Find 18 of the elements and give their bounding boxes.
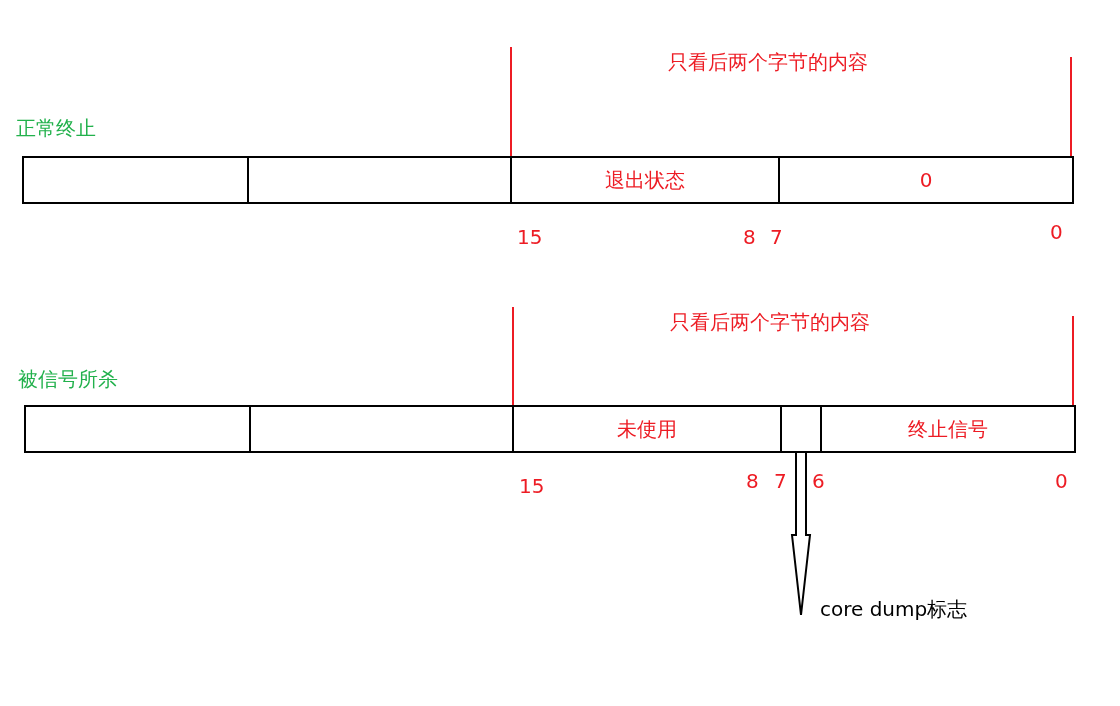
bit-number: 8	[746, 469, 759, 493]
field-cell: 未使用	[512, 405, 782, 453]
arrow	[790, 452, 812, 616]
bit-number: 15	[519, 474, 545, 498]
field-cell: 终止信号	[820, 405, 1076, 453]
bit-number: 6	[812, 469, 825, 493]
bit-number: 0	[1055, 469, 1068, 493]
bit-number: 7	[770, 225, 783, 249]
field-cell: 退出状态	[510, 156, 780, 204]
annotation-text: core dump标志	[804, 594, 1004, 624]
bit-number: 7	[774, 469, 787, 493]
bit-number: 0	[1050, 220, 1063, 244]
note-text: 只看后两个字节的内容	[670, 310, 870, 334]
note-text: 只看后两个字节的内容	[668, 50, 868, 74]
bit-number: 15	[517, 225, 543, 249]
field-cell: 0	[778, 156, 1074, 204]
bit-number: 8	[743, 225, 756, 249]
empty-box	[780, 405, 822, 453]
